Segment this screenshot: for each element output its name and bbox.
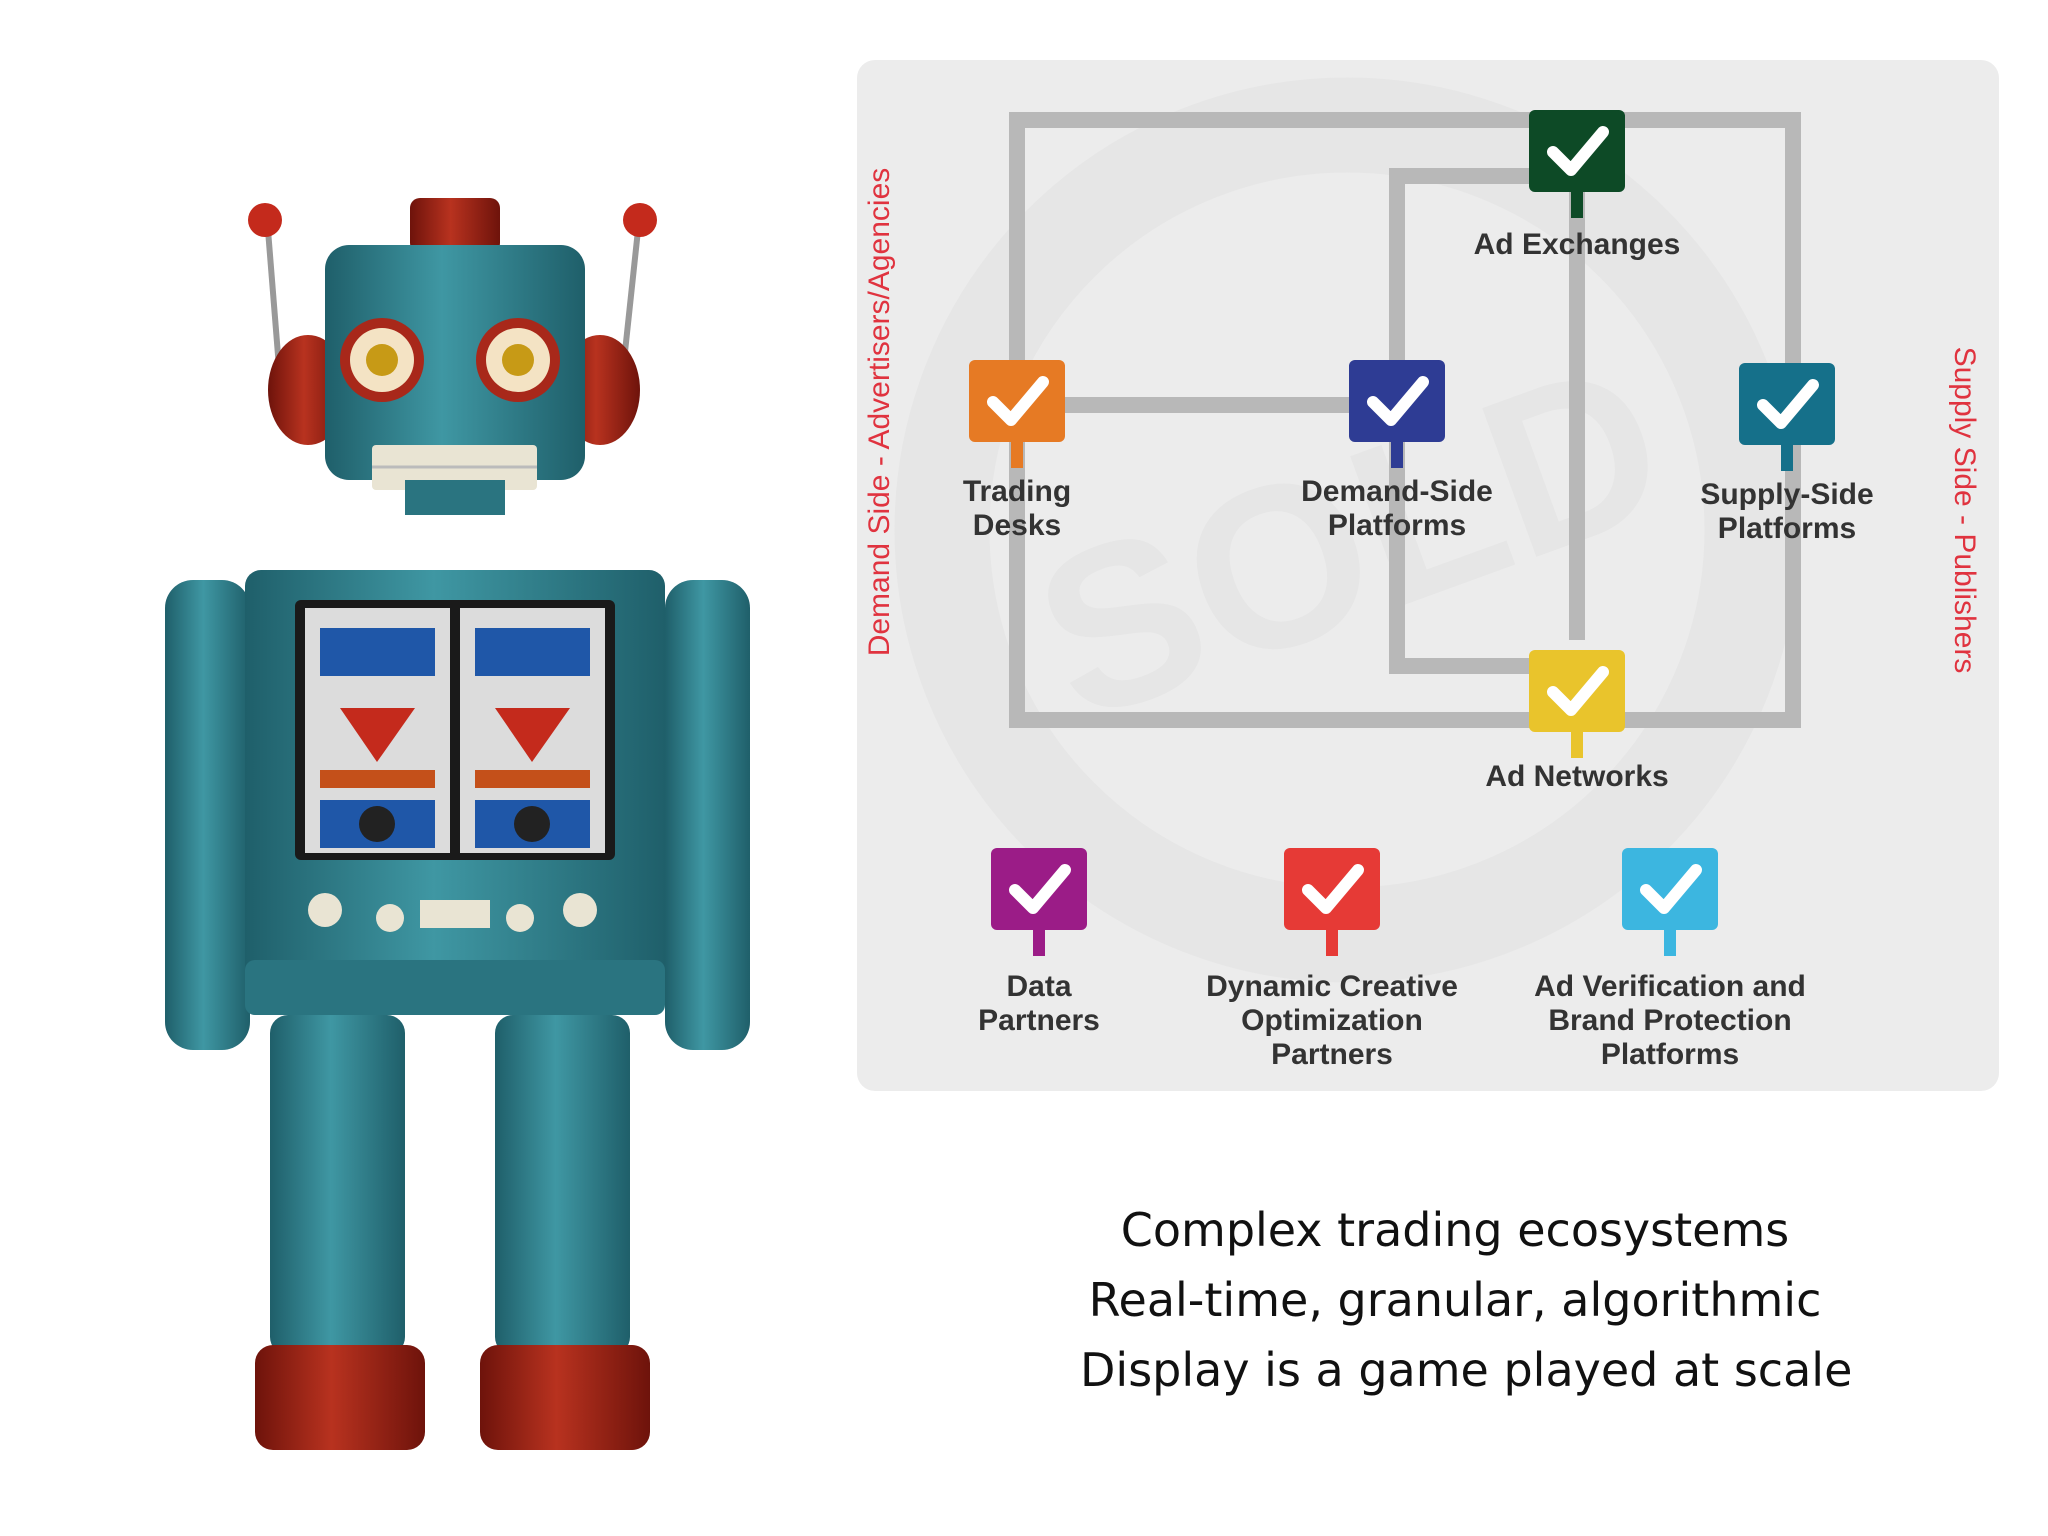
demand-side-platforms-label: Demand-Side Platforms	[1301, 475, 1493, 543]
data-partners-marker-stem	[1033, 926, 1045, 956]
ad-verification-brand-protection-marker	[1622, 848, 1718, 956]
caption-line-1: Complex trading ecosystems	[1080, 1195, 1830, 1265]
caption-line-3: Display is a game played at scale	[1080, 1335, 1830, 1405]
trading-desks-marker-box	[969, 360, 1065, 442]
ad-verification-brand-protection-marker-box	[1622, 848, 1718, 930]
demand-side-platforms-marker-box	[1349, 360, 1445, 442]
slide-caption: Complex trading ecosystems Real-time, gr…	[1080, 1195, 1830, 1405]
ad-exchanges-marker-box	[1529, 110, 1625, 192]
ecosystem-diagram-panel: SOLD Demand Side - Advertisers/Agencies …	[857, 60, 1999, 1091]
supply-side-label: Supply Side - Publishers	[1947, 347, 1981, 674]
ad-networks-marker-stem	[1571, 728, 1583, 758]
demand-side-platforms-marker-stem	[1391, 438, 1403, 468]
trading-desks-marker-stem	[1011, 438, 1023, 468]
dynamic-creative-optimization-partners-label: Dynamic Creative Optimization Partners	[1206, 970, 1458, 1072]
data-partners-label: Data Partners	[978, 970, 1100, 1038]
supply-side-platforms-label: Supply-Side Platforms	[1700, 478, 1873, 546]
demand-side-label: Demand Side - Advertisers/Agencies	[863, 168, 897, 657]
dynamic-creative-optimization-partners-marker-box	[1284, 848, 1380, 930]
ad-exchanges-marker-stem	[1571, 188, 1583, 218]
ad-verification-brand-protection-marker-stem	[1664, 926, 1676, 956]
dynamic-creative-optimization-partners-marker-stem	[1326, 926, 1338, 956]
data-partners-marker	[991, 848, 1087, 956]
ecosystem-diagram: SOLD	[857, 60, 1999, 1091]
robot-illustration	[150, 180, 750, 1460]
supply-side-platforms-marker-box	[1739, 363, 1835, 445]
ad-networks-marker-box	[1529, 650, 1625, 732]
caption-line-2: Real-time, granular, algorithmic	[1080, 1265, 1830, 1335]
supply-side-platforms-marker-stem	[1781, 441, 1793, 471]
ad-verification-brand-protection-label: Ad Verification and Brand Protection Pla…	[1534, 970, 1806, 1072]
trading-desks-label: Trading Desks	[963, 475, 1071, 543]
ad-networks-marker	[1529, 650, 1625, 758]
data-partners-marker-box	[991, 848, 1087, 930]
ad-networks-label: Ad Networks	[1485, 760, 1668, 794]
ad-exchanges-label: Ad Exchanges	[1474, 228, 1681, 262]
